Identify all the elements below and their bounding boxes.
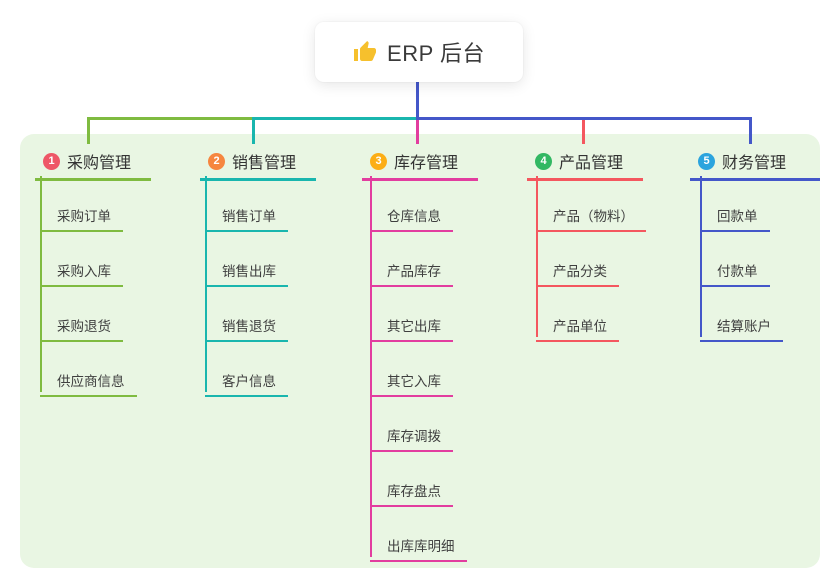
node-sales-return[interactable]: 销售退货 — [205, 287, 288, 342]
branch-product-header[interactable]: 4 产品管理 — [527, 149, 643, 181]
node-purchase-return[interactable]: 采购退货 — [40, 287, 123, 342]
node-supplier-info[interactable]: 供应商信息 — [40, 342, 137, 397]
branch-finance-header[interactable]: 5 财务管理 — [690, 149, 820, 181]
branch-purchase-rail — [40, 176, 42, 392]
node-sales-outbound[interactable]: 销售出库 — [205, 232, 288, 287]
branch-finance: 5 财务管理 回款单 付款单 结算账户 — [690, 149, 820, 342]
branch-sales-rail — [205, 176, 207, 392]
node-product-unit[interactable]: 产品单位 — [536, 287, 619, 342]
node-product-stock[interactable]: 产品库存 — [370, 232, 453, 287]
thumbs-up-icon — [354, 41, 377, 61]
branch-purchase: 1 采购管理 采购订单 采购入库 采购退货 供应商信息 — [35, 149, 151, 397]
root-node[interactable]: ERP 后台 — [315, 22, 523, 82]
node-purchase-inbound[interactable]: 采购入库 — [40, 232, 123, 287]
branch5-connector-stub — [749, 117, 752, 144]
branch-sales-header[interactable]: 2 销售管理 — [200, 149, 316, 181]
branch1-connector-rail — [87, 117, 255, 120]
node-customer-info[interactable]: 客户信息 — [205, 342, 288, 397]
branch-number-badge: 4 — [535, 152, 552, 170]
branch-title: 产品管理 — [559, 155, 624, 172]
node-outbound-detail[interactable]: 出库库明细 — [370, 507, 467, 562]
node-payment-bill[interactable]: 付款单 — [700, 232, 770, 287]
branch-title: 财务管理 — [722, 155, 787, 172]
branch1-connector-stub — [87, 117, 90, 144]
branch-purchase-header[interactable]: 1 采购管理 — [35, 149, 151, 181]
node-purchase-order[interactable]: 采购订单 — [40, 181, 123, 232]
branch-number-badge: 3 — [370, 152, 387, 170]
branch3-connector-stub — [416, 117, 419, 144]
branch-inventory-rail — [370, 176, 372, 557]
branch2-connector-rail — [252, 117, 419, 120]
node-settlement-account[interactable]: 结算账户 — [700, 287, 783, 342]
node-stock-transfer[interactable]: 库存调拨 — [370, 397, 453, 452]
branch2-connector-stub — [252, 117, 255, 144]
branch-product: 4 产品管理 产品（物料） 产品分类 产品单位 — [527, 149, 646, 342]
node-receipt-bill[interactable]: 回款单 — [700, 181, 770, 232]
branch-title: 销售管理 — [232, 155, 297, 172]
node-sales-order[interactable]: 销售订单 — [205, 181, 288, 232]
node-other-inbound[interactable]: 其它入库 — [370, 342, 453, 397]
node-warehouse-info[interactable]: 仓库信息 — [370, 181, 453, 232]
branch-product-rail — [536, 176, 538, 337]
branch-sales: 2 销售管理 销售订单 销售出库 销售退货 客户信息 — [200, 149, 316, 397]
node-other-outbound[interactable]: 其它出库 — [370, 287, 453, 342]
branch5-connector-rail — [416, 117, 752, 120]
root-connector-line — [416, 80, 419, 119]
branch-number-badge: 5 — [698, 152, 715, 170]
branch-inventory-header[interactable]: 3 库存管理 — [362, 149, 478, 181]
branch-title: 采购管理 — [67, 155, 132, 172]
branch-title: 库存管理 — [394, 155, 459, 172]
branch-number-badge: 2 — [208, 152, 225, 170]
branch-inventory: 3 库存管理 仓库信息 产品库存 其它出库 其它入库 库存调拨 库存盘点 出库库… — [362, 149, 478, 562]
branch-finance-rail — [700, 176, 702, 337]
node-stock-count[interactable]: 库存盘点 — [370, 452, 453, 507]
node-product-material[interactable]: 产品（物料） — [536, 181, 646, 232]
node-product-category[interactable]: 产品分类 — [536, 232, 619, 287]
branch-number-badge: 1 — [43, 152, 60, 170]
branch4-connector-stub — [582, 117, 585, 144]
branches-background-panel — [20, 134, 820, 568]
root-node-title: ERP 后台 — [387, 41, 485, 66]
